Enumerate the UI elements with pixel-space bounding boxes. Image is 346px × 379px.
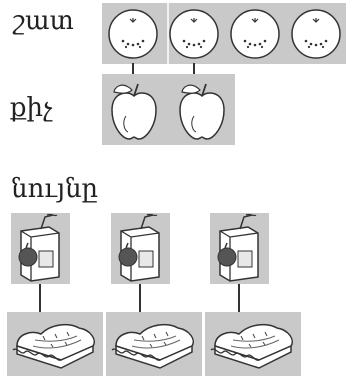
juice-box-icon (118, 213, 160, 282)
orange-icon (108, 9, 158, 59)
juice-box-tile-3 (210, 213, 269, 284)
apple-icon (111, 83, 157, 140)
sandwich-icon (12, 323, 95, 369)
apple-icon (179, 83, 225, 140)
juice-box-tile-1 (11, 213, 70, 284)
oranges-svg (108, 3, 341, 64)
label-many: շատ (13, 6, 74, 36)
sandwich-icon (111, 323, 194, 369)
sandwich-tile-2 (106, 312, 202, 376)
sandwich-tile-1 (7, 312, 103, 376)
label-same: նույնը (11, 174, 99, 204)
juice-box-icon (18, 213, 60, 282)
sandwich-tile-3 (205, 312, 301, 376)
orange-icon (169, 9, 219, 59)
label-few: քիչ (10, 93, 53, 123)
apples-svg (111, 83, 225, 140)
juice-box-tile-2 (111, 213, 170, 284)
juice-box-icon (217, 213, 259, 282)
orange-icon (230, 9, 280, 59)
sandwich-icon (210, 323, 293, 369)
orange-icon (291, 9, 341, 59)
oranges-group (102, 3, 346, 64)
apples-group (102, 74, 235, 145)
